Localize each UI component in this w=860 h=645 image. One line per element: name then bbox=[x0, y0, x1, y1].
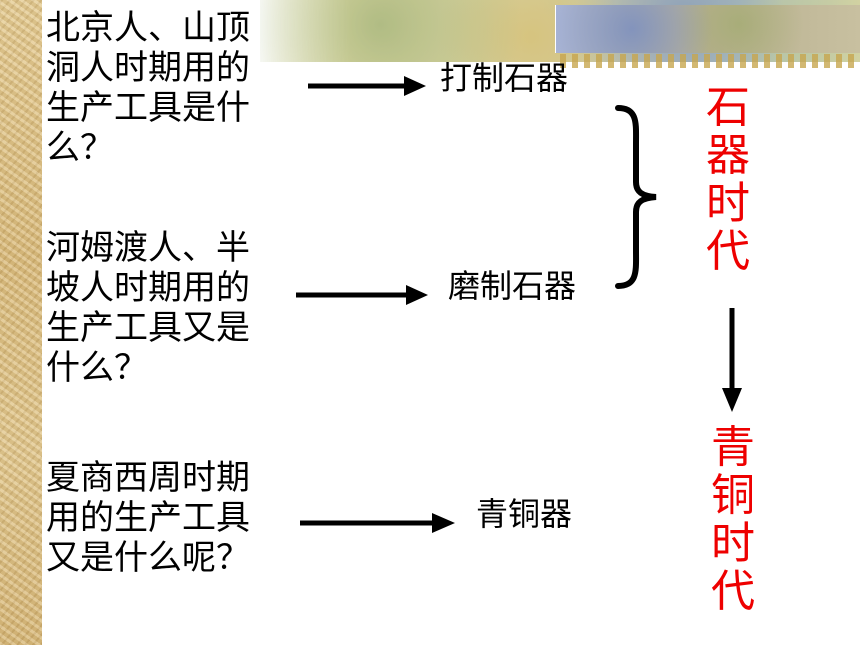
arrow-down-icon bbox=[720, 308, 744, 412]
decorative-left-strip bbox=[0, 0, 42, 645]
decorative-dot-row bbox=[560, 54, 860, 68]
answer-3: 青铜器 bbox=[476, 495, 573, 533]
arrow-right-icon bbox=[300, 511, 455, 535]
answer-2: 磨制石器 bbox=[448, 267, 577, 305]
answer-1: 打制石器 bbox=[440, 59, 569, 97]
question-2: 河姆渡人、半坡人时期用的生产工具又是什么？ bbox=[46, 228, 250, 388]
arrow-right-icon bbox=[296, 283, 428, 307]
arrow-right-icon bbox=[308, 74, 426, 98]
question-1: 北京人、山顶洞人时期用的生产工具是什么？ bbox=[46, 8, 250, 168]
era-bronze-age: 青铜时代 bbox=[711, 422, 755, 617]
right-brace-icon bbox=[612, 104, 662, 290]
question-3: 夏商西周时期用的生产工具又是什么呢？ bbox=[46, 458, 250, 578]
decorative-top-banner-image bbox=[555, 5, 860, 53]
era-stone-age: 石器时代 bbox=[706, 82, 750, 277]
